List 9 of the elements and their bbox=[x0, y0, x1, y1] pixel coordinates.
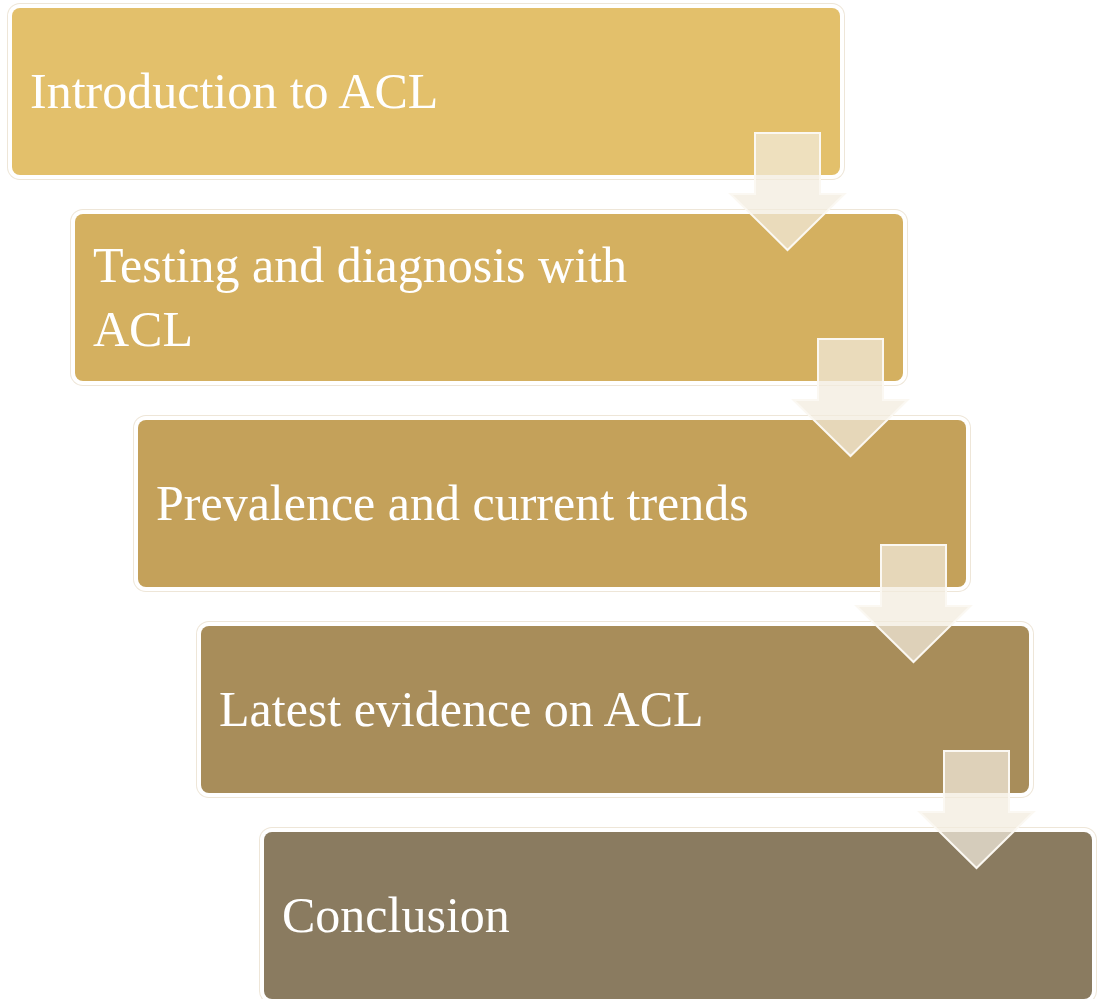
block-arrow bbox=[791, 338, 910, 458]
box-label: Prevalence and current trends bbox=[156, 473, 749, 533]
block-arrow bbox=[854, 544, 973, 664]
block-arrow bbox=[728, 132, 847, 252]
block-arrow bbox=[917, 750, 1036, 870]
box-label: Conclusion bbox=[282, 885, 510, 945]
box-label: Latest evidence on ACL bbox=[219, 679, 704, 739]
box-label: Testing and diagnosis with ACL bbox=[93, 236, 628, 359]
box-label: Introduction to ACL bbox=[30, 61, 439, 121]
